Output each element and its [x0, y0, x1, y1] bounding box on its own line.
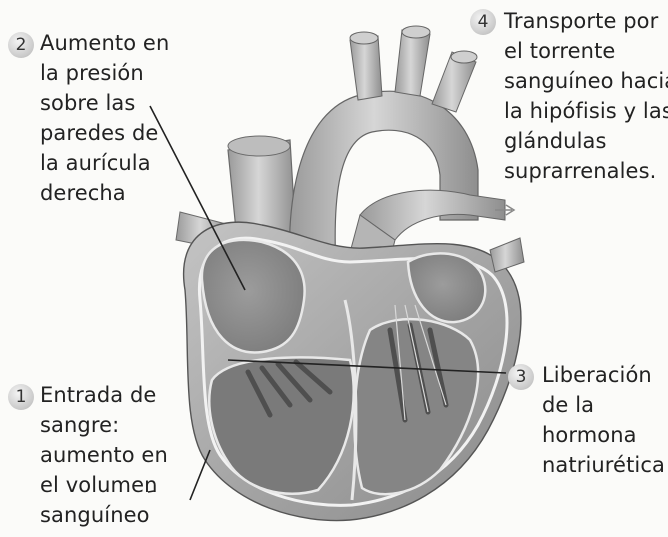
callout-number-badge: 2 — [8, 32, 34, 58]
callout-number-badge: 4 — [470, 9, 496, 35]
callout-text: Liberación de la hormona natriurética — [542, 360, 668, 480]
leader-line-1 — [190, 450, 210, 500]
callout-text: Transporte por el torrente sanguíneo hac… — [504, 6, 668, 186]
callout-text: Entrada de sangre: aumento en el volumen… — [40, 380, 190, 530]
callout-number-badge: 1 — [8, 384, 34, 410]
callout-text: Aumento en la presión sobre las paredes … — [40, 28, 200, 208]
callout-number-badge: 3 — [508, 364, 534, 390]
pulmonary-vein — [490, 238, 524, 272]
